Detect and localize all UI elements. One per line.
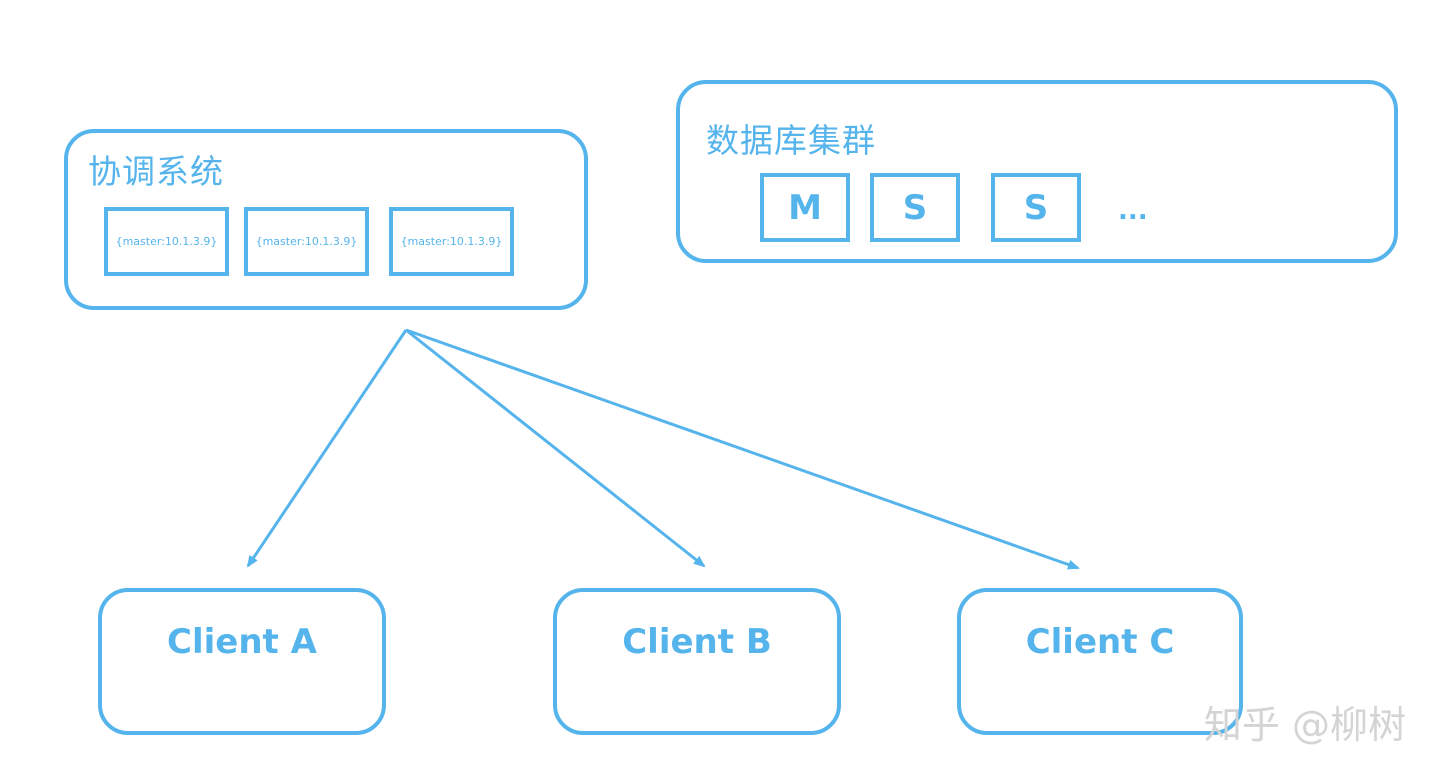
arrow-to-client-a xyxy=(246,329,408,568)
coordination-system-title: 协调系统 xyxy=(88,152,224,191)
db-more-nodes-ellipsis: ... xyxy=(1118,196,1148,226)
config-entry-3: {master:10.1.3.9} xyxy=(389,207,514,276)
client-a-box: Client A xyxy=(98,588,386,735)
database-cluster-group xyxy=(676,80,1398,263)
config-entry-1: {master:10.1.3.9} xyxy=(104,207,229,276)
arrow-to-client-c xyxy=(405,328,1080,570)
db-node-slave-1: S xyxy=(870,173,960,242)
zhihu-watermark: 知乎 @柳树 xyxy=(1203,703,1406,747)
config-entry-2: {master:10.1.3.9} xyxy=(244,207,369,276)
arrow-to-client-b xyxy=(405,328,706,568)
db-node-slave-2: S xyxy=(991,173,1081,242)
client-b-box: Client B xyxy=(553,588,841,735)
db-node-master: M xyxy=(760,173,850,242)
database-cluster-title: 数据库集群 xyxy=(706,121,876,160)
coordination-system-group xyxy=(64,129,588,310)
client-c-box: Client C xyxy=(957,588,1243,735)
